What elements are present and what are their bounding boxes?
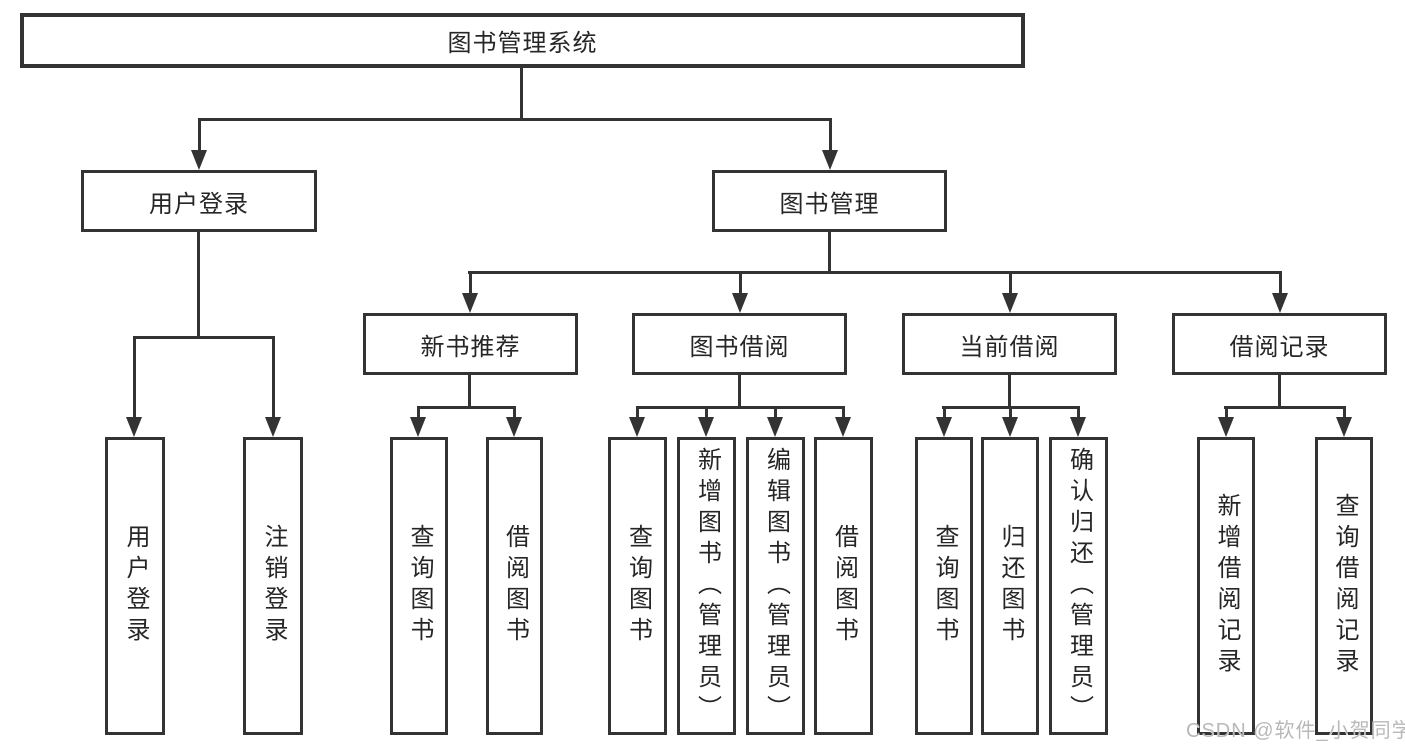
edge-borrow-records-stem: [1278, 375, 1281, 409]
leaf-borrow-borrow-books-label: 借阅图书: [830, 524, 858, 648]
arrow-down-icon: [1336, 417, 1352, 437]
leaf-records-add-record: 新增借阅记录: [1197, 437, 1255, 735]
arrow-down-icon: [732, 293, 748, 313]
leaf-current-confirm-return-admin-label: 确认归还（管理员）: [1065, 446, 1093, 726]
edge-to-current-borrow: [1009, 271, 1012, 295]
edge-user-login-distributor: [133, 336, 275, 339]
edge-borrow-records-distributor: [1224, 406, 1346, 409]
leaf-current-confirm-return-admin: 确认归还（管理员）: [1049, 437, 1108, 735]
leaf-current-return-books-label: 归还图书: [997, 524, 1024, 648]
leaf-newbooks-borrow-books: 借阅图书: [486, 437, 543, 735]
leaf-logout-label: 注销登录: [260, 524, 287, 648]
edge-book-borrow-stem: [738, 375, 741, 409]
arrow-down-icon: [462, 293, 478, 313]
edge-to-bb-add: [705, 406, 708, 419]
node-user-login-label: 用户登录: [149, 190, 249, 218]
edge-new-books-distributor: [417, 406, 516, 409]
edge-to-new-books: [469, 271, 472, 295]
edge-to-nb-query: [417, 406, 420, 419]
node-borrow-records: 借阅记录: [1172, 313, 1387, 375]
node-new-books: 新书推荐: [363, 313, 578, 375]
arrow-down-icon: [1002, 293, 1018, 313]
edge-to-book-borrow: [739, 271, 742, 295]
edge-root-stem: [520, 68, 523, 121]
edge-to-cb-return: [1009, 406, 1012, 419]
leaf-records-query-record: 查询借阅记录: [1315, 437, 1373, 735]
leaf-borrow-edit-books-admin-label: 编辑图书（管理员）: [762, 446, 790, 726]
edge-current-borrow-stem: [1008, 375, 1011, 409]
arrow-down-icon: [767, 417, 783, 437]
node-current-borrow-label: 当前借阅: [959, 333, 1060, 361]
edge-to-borrow-records: [1279, 271, 1282, 295]
leaf-newbooks-borrow-books-label: 借阅图书: [501, 524, 529, 648]
leaf-records-query-record-label: 查询借阅记录: [1331, 493, 1358, 679]
leaf-borrow-query-books: 查询图书: [608, 437, 667, 735]
node-current-borrow: 当前借阅: [902, 313, 1117, 375]
arrow-down-icon: [1070, 417, 1086, 437]
edge-user-login-stem: [197, 232, 200, 339]
leaf-current-return-books: 归还图书: [981, 437, 1039, 735]
arrow-down-icon: [265, 417, 281, 437]
leaf-newbooks-query-books-label: 查询图书: [406, 524, 433, 648]
node-book-mgmt: 图书管理: [712, 170, 947, 232]
leaf-records-add-record-label: 新增借阅记录: [1213, 493, 1240, 679]
leaf-borrow-add-books-admin-label: 新增图书（管理员）: [693, 446, 721, 726]
edge-root-to-book-mgmt: [829, 118, 832, 152]
node-borrow-records-label: 借阅记录: [1229, 333, 1330, 361]
leaf-user-login: 用户登录: [105, 437, 165, 735]
arrow-down-icon: [835, 417, 851, 437]
arrow-down-icon: [126, 417, 142, 437]
edge-to-ul-logout: [272, 336, 275, 419]
leaf-borrow-query-books-label: 查询图书: [624, 524, 652, 648]
edge-book-mgmt-stem: [828, 232, 831, 274]
arrow-down-icon: [822, 150, 838, 170]
edge-to-bb-query: [636, 406, 639, 419]
node-book-borrow-label: 图书借阅: [689, 333, 790, 361]
leaf-borrow-add-books-admin: 新增图书（管理员）: [677, 437, 736, 735]
leaf-current-query-books: 查询图书: [915, 437, 973, 735]
edge-book-borrow-distributor: [636, 406, 845, 409]
node-book-mgmt-label: 图书管理: [779, 190, 880, 218]
arrow-down-icon: [410, 417, 426, 437]
edge-to-br-query: [1343, 406, 1346, 419]
node-user-login: 用户登录: [81, 170, 317, 232]
node-root-label: 图书管理系统: [447, 30, 598, 57]
node-root: 图书管理系统: [20, 13, 1025, 68]
leaf-user-login-label: 用户登录: [122, 524, 149, 648]
leaf-current-query-books-label: 查询图书: [931, 524, 958, 648]
edge-root-to-user-login: [198, 118, 201, 152]
edge-to-bb-edit: [774, 406, 777, 419]
node-book-borrow: 图书借阅: [632, 313, 847, 375]
csdn-watermark: CSDN @软件_小贺同学: [1186, 720, 1405, 742]
leaf-borrow-edit-books-admin: 编辑图书（管理员）: [746, 437, 805, 735]
edge-to-nb-borrow: [513, 406, 516, 419]
leaf-borrow-borrow-books: 借阅图书: [814, 437, 873, 735]
edge-root-distributor: [198, 118, 832, 121]
arrow-down-icon: [698, 417, 714, 437]
edge-to-ul-login: [133, 336, 136, 419]
arrow-down-icon: [506, 417, 522, 437]
node-new-books-label: 新书推荐: [420, 333, 521, 361]
edge-new-books-stem: [468, 375, 471, 409]
leaf-logout: 注销登录: [243, 437, 303, 735]
edge-book-mgmt-distributor: [468, 271, 1282, 274]
edge-to-cb-confirm: [1077, 406, 1080, 419]
leaf-newbooks-query-books: 查询图书: [390, 437, 448, 735]
arrow-down-icon: [1218, 417, 1234, 437]
arrow-down-icon: [629, 417, 645, 437]
edge-to-cb-query: [943, 406, 946, 419]
arrow-down-icon: [1002, 417, 1018, 437]
edge-to-br-add: [1225, 406, 1228, 419]
edge-to-bb-borrow: [842, 406, 845, 419]
arrow-down-icon: [1272, 293, 1288, 313]
arrow-down-icon: [191, 150, 207, 170]
arrow-down-icon: [936, 417, 952, 437]
